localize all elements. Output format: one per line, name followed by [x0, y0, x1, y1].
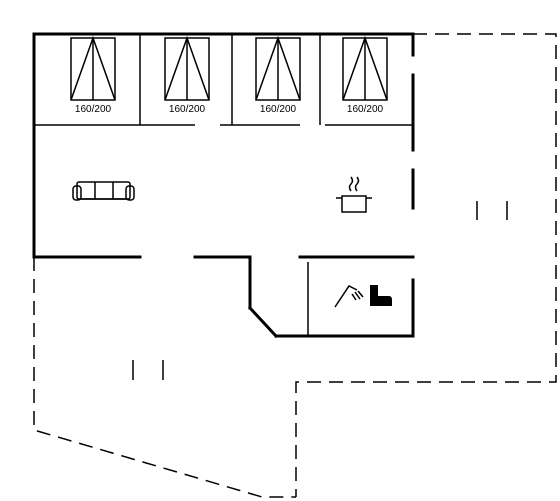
cooking-pot-icon	[336, 176, 372, 213]
terrace-left	[33, 257, 296, 498]
bed-2: 160/200	[164, 35, 210, 115]
bedroom-row	[34, 34, 413, 126]
toilet-icon	[370, 285, 392, 306]
terrace-right	[295, 33, 557, 497]
bed-4: 160/200	[342, 35, 388, 115]
bed-3: 160/200	[255, 35, 301, 115]
house-walls	[32, 32, 415, 339]
bed-size-label: 160/200	[347, 104, 384, 115]
bed-size-label: 160/200	[75, 104, 112, 115]
sofa-icon	[72, 181, 135, 201]
bed-1: 160/200	[70, 35, 116, 115]
bed-size-label: 160/200	[260, 104, 297, 115]
shower-icon	[334, 285, 364, 308]
bed-size-label: 160/200	[169, 104, 206, 115]
